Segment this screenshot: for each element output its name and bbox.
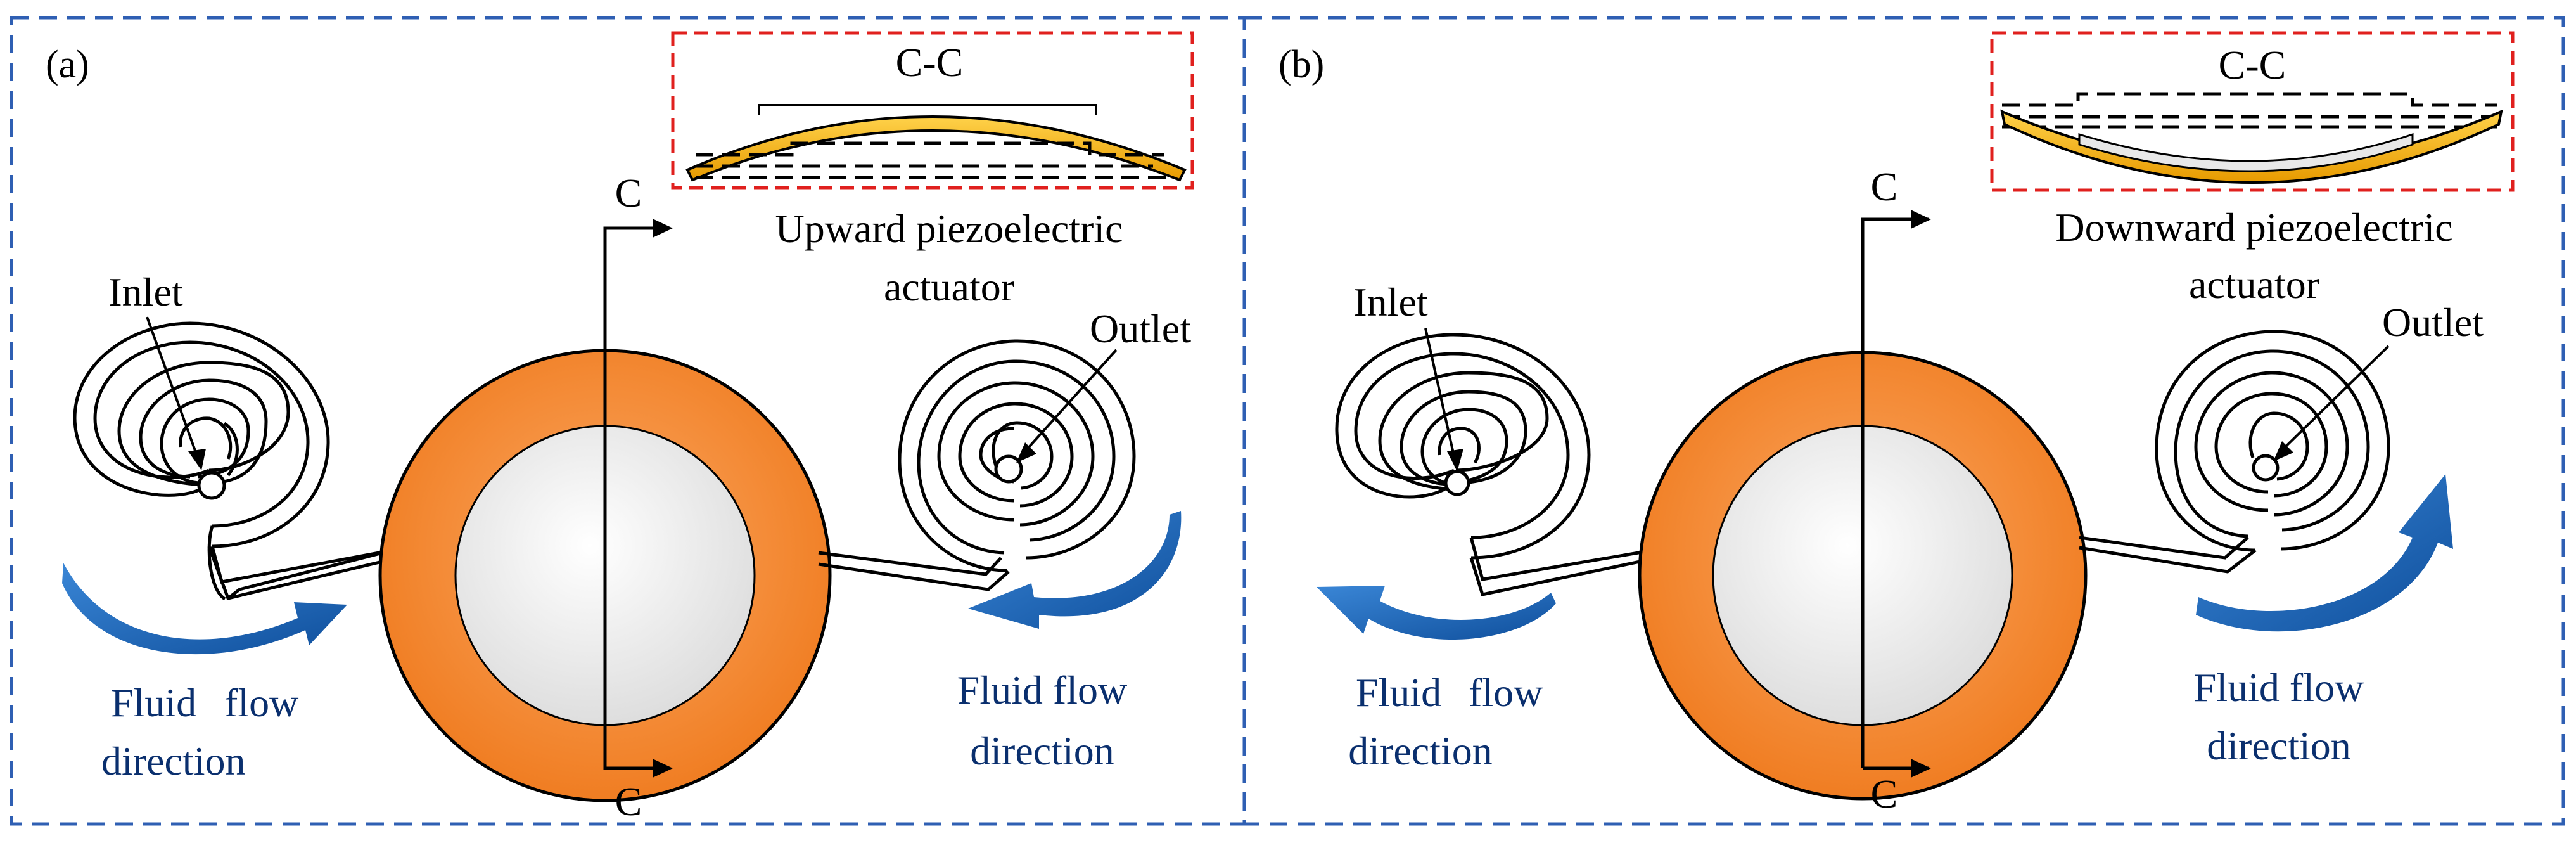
panel-b-inlet-label: Inlet [1353, 280, 1428, 325]
panel-a-label: (a) [46, 43, 89, 86]
panel-a-inlet-spiral [73, 321, 330, 548]
panel-a-flow-left-2: direction [101, 738, 245, 783]
panel-a-inlet-port [197, 471, 226, 500]
panel-b-flow-arrow-right [2196, 474, 2453, 632]
panel-b-flow-right-1: Fluid flow [2194, 665, 2364, 710]
panel-b-inlet-pointer [1424, 328, 1456, 460]
panel-a-outlet-channel [818, 551, 1010, 591]
panel-b-section-label: C-C [2219, 42, 2286, 87]
panel-b-inlet-channel [1469, 537, 1647, 596]
panel-b-outlet-channel [2079, 536, 2257, 574]
panel-b-flow-right-2: direction [2207, 723, 2350, 768]
panel-a-actuator-label-1: Upward piezoelectric [775, 206, 1123, 251]
panel-a-section-drawing [685, 104, 1187, 182]
panel-b: (b) C-C Downward piezoelectric actuator [1278, 31, 2515, 816]
panel-a-flow-arrow-right [968, 511, 1182, 629]
panel-a-section-box [671, 31, 1194, 190]
panel-a-outlet-pointer [1024, 349, 1118, 453]
panel-b-flow-left-1: Fluid [1356, 670, 1441, 715]
panel-a-frame [10, 16, 1246, 826]
panel-b-flow-left-2: direction [1348, 728, 1492, 773]
panel-b-actuator-label-1: Downward piezoelectric [2055, 205, 2452, 250]
panel-a-flow-left-1: Fluid [111, 680, 196, 725]
panel-b-cut-top: C [1871, 164, 1898, 209]
panel-a-flow-right-1: Fluid flow [957, 667, 1127, 712]
panel-b-outlet-label: Outlet [2382, 300, 2484, 345]
panel-b-cut-bottom: C [1871, 771, 1898, 816]
panel-a-inlet-pointer [146, 316, 199, 458]
panel-b-actuator-label-2: actuator [2189, 262, 2319, 307]
panel-b-section-drawing [2000, 92, 2503, 184]
panel-a-outlet-spiral [898, 339, 1136, 572]
panel-a-outlet-label: Outlet [1090, 306, 1191, 351]
panel-a-flow-left-1b: flow [224, 680, 298, 725]
panel-a-flow-right-2: direction [970, 728, 1114, 773]
panel-a-cut-top: C [615, 171, 642, 216]
panel-b-outlet-port [2252, 454, 2280, 482]
panel-a-section-label: C-C [896, 40, 964, 85]
panel-a-outlet-port [994, 454, 1023, 484]
panel-b-outlet-pointer [2280, 345, 2390, 453]
panel-b-outlet-spiral [2155, 330, 2390, 552]
panel-b-frame [1242, 16, 2565, 826]
panel-a-cut-bottom: C [615, 779, 642, 824]
panel-b-flow-left-1b: flow [1469, 670, 1543, 715]
panel-b-inlet-port [1444, 470, 1470, 496]
panel-b-inlet-spiral [1335, 333, 1591, 560]
panel-a-flow-arrow-left [62, 563, 347, 655]
panel-a: (a) C-C Upward piezoelectric actuator [46, 31, 1194, 824]
panel-b-flow-arrow-left [1317, 586, 1556, 640]
panel-a-inlet-label: Inlet [108, 269, 183, 314]
panel-b-section-box [1990, 31, 2515, 192]
panel-a-actuator-label-2: actuator [884, 264, 1014, 309]
panel-b-label: (b) [1278, 43, 1324, 86]
